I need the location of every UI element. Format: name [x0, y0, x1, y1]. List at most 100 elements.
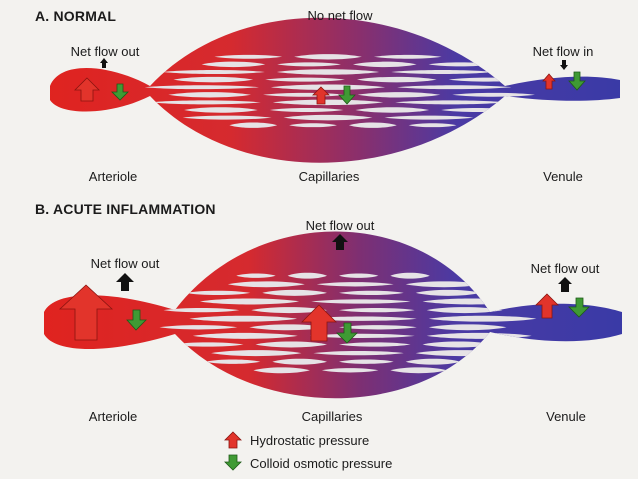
hydrostatic-arrow-capillaries — [312, 86, 330, 105]
interstitial-space — [182, 115, 272, 120]
interstitial-space — [391, 70, 494, 74]
interstitial-space — [357, 92, 441, 98]
interstitial-space — [272, 358, 327, 365]
colloid-arrow-venule — [568, 71, 586, 91]
net-flow-in-arrow-venule — [560, 60, 568, 70]
interstitial-space — [428, 315, 537, 322]
interstitial-space — [201, 61, 266, 68]
interstitial-space — [311, 299, 411, 304]
hydrostatic-arrow-capillaries — [301, 304, 337, 342]
interstitial-space — [173, 76, 254, 83]
interstitial-space — [294, 54, 362, 60]
interstitial-space — [408, 123, 457, 128]
interstitial-space — [339, 359, 394, 364]
interstitial-space — [384, 115, 474, 120]
inflammation-capillaries-note: Net flow out — [305, 218, 375, 233]
interstitial-space — [229, 122, 278, 128]
net-flow-out-arrow-capillaries — [332, 234, 348, 250]
interstitial-space — [428, 324, 507, 331]
interstitial-space — [426, 307, 503, 314]
interstitial-space — [272, 99, 384, 106]
inflammation-pressure-arrows — [58, 234, 590, 344]
interstitial-space — [249, 324, 327, 331]
interstitial-space — [283, 114, 373, 121]
interstitial-space — [339, 290, 404, 296]
inflammation-vessel-body — [44, 231, 622, 399]
normal-venule-note: Net flow in — [532, 44, 594, 59]
inflammation-venule-note: Net flow out — [530, 261, 600, 276]
inflammation-arteriole-note: Net flow out — [90, 256, 160, 271]
interstitial-space — [452, 92, 535, 97]
hydrostatic-arrow-venule — [542, 73, 556, 90]
interstitial-space — [163, 307, 240, 313]
interstitial-space — [253, 367, 310, 374]
interstitial-space — [255, 341, 327, 348]
normal-capillaries-label: Capillaries — [298, 169, 360, 184]
legend-colloid-arrow-icon — [224, 454, 242, 471]
legend-hydrostatic-label: Hydrostatic pressure — [250, 433, 370, 448]
interstitial-space — [276, 69, 380, 75]
inflammation-vessel-network — [44, 231, 622, 399]
interstitial-space — [265, 77, 345, 82]
normal-panel-heading: A. NORMAL — [35, 8, 117, 24]
interstitial-space — [352, 61, 417, 68]
interstitial-space — [168, 92, 252, 98]
hydrostatic-arrow-arteriole — [74, 77, 100, 102]
interstitial-space — [185, 290, 251, 296]
interstitial-space — [397, 85, 512, 90]
interstitial-space — [172, 342, 244, 347]
interstitial-space — [289, 123, 337, 128]
interstitial-space — [144, 85, 259, 90]
interstitial-space — [277, 62, 341, 67]
interstitial-space — [236, 273, 276, 278]
normal-venule-label: Venule — [543, 169, 583, 184]
interstitial-space — [184, 107, 258, 113]
normal-arteriole-label: Arteriole — [88, 169, 138, 184]
interstitial-space — [162, 70, 265, 74]
interstitial-space — [270, 84, 386, 90]
interstitial-space — [339, 342, 411, 347]
normal-vessel-body — [50, 17, 620, 163]
legend-icons — [224, 431, 242, 471]
interstitial-space — [348, 122, 397, 128]
net-flow-out-arrow-arteriole — [100, 58, 108, 68]
interstitial-space — [287, 272, 327, 279]
interstitial-space — [150, 100, 261, 105]
interstitial-space — [395, 100, 506, 105]
inflammation-arteriole-label: Arteriole — [88, 409, 138, 424]
interstitial-space — [251, 307, 327, 314]
interstitial-space — [192, 332, 298, 339]
interstitial-space — [339, 273, 379, 278]
interstitial-space — [390, 367, 447, 374]
interstitial-space — [415, 289, 481, 296]
interstitial-space — [405, 358, 461, 365]
hydrostatic-arrow-arteriole — [58, 284, 114, 341]
interstitial-space — [189, 315, 298, 322]
interstitial-space — [205, 359, 261, 364]
hydrostatic-arrow-venule — [535, 293, 559, 319]
interstitial-space — [339, 325, 417, 330]
interstitial-space — [227, 281, 305, 288]
interstitial-space — [356, 76, 437, 83]
legend-colloid-label: Colloid osmotic pressure — [250, 456, 393, 471]
net-flow-out-arrow-venule — [558, 277, 572, 292]
normal-capillaries-note: No net flow — [307, 8, 373, 23]
colloid-arrow-capillaries — [338, 85, 356, 105]
interstitial-space — [321, 368, 379, 373]
interstitial-space — [214, 54, 283, 59]
colloid-arrow-capillaries — [336, 322, 358, 344]
normal-vessel-network — [50, 17, 620, 163]
interstitial-space — [211, 350, 302, 357]
colloid-arrow-venule — [568, 297, 590, 318]
interstitial-space — [355, 107, 430, 113]
interstitial-space — [316, 282, 394, 287]
inflammation-panel-heading: B. ACUTE INFLAMMATION — [35, 201, 216, 217]
interstitial-space — [159, 325, 238, 330]
normal-pressure-arrows — [74, 58, 586, 105]
interstitial-space — [339, 307, 415, 313]
interstitial-space — [313, 350, 404, 356]
normal-arteriole-note: Net flow out — [70, 44, 140, 59]
inflammation-venule-label: Venule — [546, 409, 586, 424]
